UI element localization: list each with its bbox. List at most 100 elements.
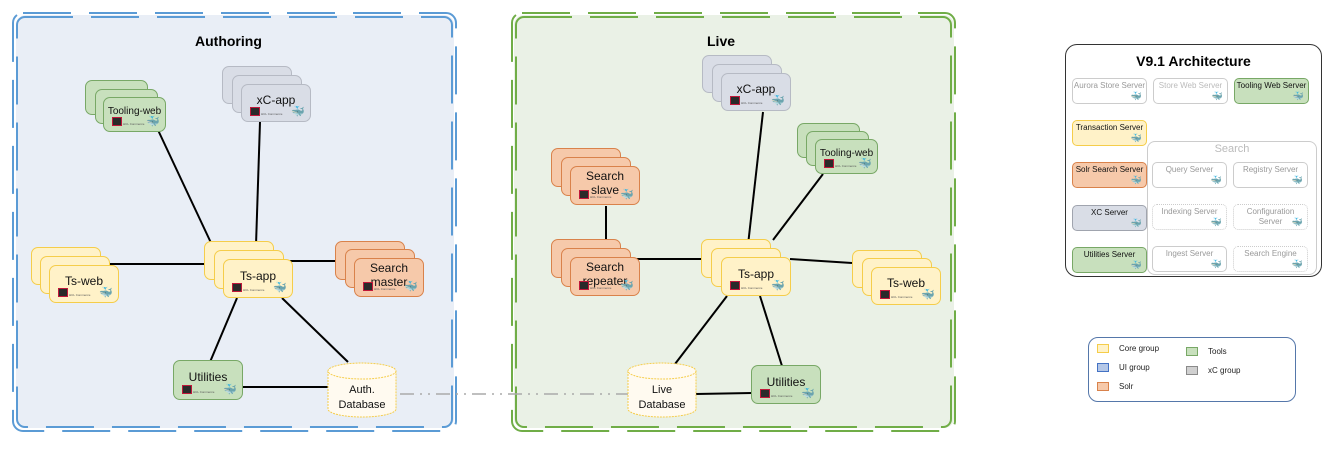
live-database[interactable]: Live Database	[627, 362, 697, 418]
node-label: Ts-app	[737, 266, 775, 281]
docker-icon: 🐳	[1210, 175, 1222, 185]
server-tooling-web: Tooling Web Server🐳	[1234, 78, 1309, 104]
docker-icon: 🐳	[1292, 91, 1304, 101]
swatch-icon	[1097, 363, 1109, 372]
docker-icon: 🐳	[1130, 175, 1142, 185]
node-label: Tooling-web	[819, 147, 874, 159]
docker-icon: 🐳	[771, 95, 785, 107]
legend-item-core: Core group	[1097, 344, 1159, 353]
hcl-commerce-label: HCL Commerce	[123, 122, 145, 126]
docker-icon: 🐳	[1210, 259, 1222, 269]
docker-icon: 🐳	[1130, 218, 1142, 228]
hcl-logo-icon	[730, 96, 740, 105]
hcl-commerce-label: HCL Commerce	[771, 394, 793, 398]
node-label: Ts-web	[64, 274, 103, 288]
node-label: Tooling-web	[107, 105, 162, 117]
search-group-title: Search	[1214, 143, 1250, 155]
docker-icon: 🐳	[771, 280, 785, 292]
hcl-commerce-label: HCL Commerce	[835, 164, 857, 168]
server-solr-search: Solr Search Server🐳	[1072, 162, 1147, 188]
docker-icon: 🐳	[273, 282, 287, 294]
search-group: Search Query Server🐳 Registry Server🐳 In…	[1147, 141, 1317, 275]
swatch-icon	[1097, 344, 1109, 353]
link-tsapp-authdb	[281, 297, 349, 363]
hcl-commerce-label: HCL Commerce	[261, 112, 283, 116]
database-label-line1: Live	[651, 384, 673, 396]
legend-item-ui: UI group	[1097, 363, 1150, 372]
database-label-line1: Auth.	[349, 384, 375, 396]
link-tsapp-utilities	[209, 297, 238, 363]
database-icon	[327, 362, 397, 418]
server-search-engine: Search Engine🐳	[1233, 246, 1308, 272]
database-label-line2: Database	[338, 399, 386, 411]
hcl-logo-icon	[880, 290, 890, 299]
docker-icon: 🐳	[1130, 91, 1142, 101]
live-border-inner	[515, 16, 952, 428]
live-title: Live	[707, 33, 736, 49]
auth-database[interactable]: Auth. Database	[327, 362, 397, 418]
server-xc: XC Server🐳	[1072, 205, 1147, 231]
node-label: Ts-app	[239, 268, 277, 283]
architecture-panel: V9.1 Architecture Aurora Store Server🐳 S…	[1065, 44, 1322, 277]
docker-icon: 🐳	[1211, 91, 1223, 101]
node-label: Search slave	[585, 168, 625, 197]
hcl-commerce-label: HCL Commerce	[243, 288, 265, 292]
hcl-commerce-label: HCL Commerce	[590, 286, 612, 290]
server-ingest: Ingest Server🐳	[1152, 246, 1227, 272]
node-label: Ts-web	[886, 276, 925, 290]
node-label: Search repeater	[582, 259, 628, 288]
link-xc-tsapp	[255, 121, 261, 246]
architecture-title: V9.1 Architecture	[1136, 53, 1251, 69]
docker-icon: 🐳	[858, 158, 872, 170]
legend: Core group UI group Solr Tools xC group	[1088, 337, 1296, 402]
legend-item-solr: Solr	[1097, 382, 1133, 391]
authoring-border-outer	[12, 12, 457, 432]
legend-item-tools: Tools	[1186, 347, 1227, 356]
hcl-commerce-label: HCL Commerce	[374, 287, 396, 291]
swatch-icon	[1186, 347, 1198, 356]
link-livedb-utilities	[695, 392, 753, 395]
hcl-logo-icon	[760, 389, 770, 398]
node-label: xC-app	[736, 82, 776, 96]
docker-icon: 🐳	[1210, 217, 1222, 227]
docker-icon: 🐳	[801, 388, 815, 400]
hcl-logo-icon	[730, 281, 740, 290]
server-query: Query Server🐳	[1152, 162, 1227, 188]
node-label: Search master	[369, 260, 409, 289]
hcl-logo-icon	[824, 159, 834, 168]
hcl-commerce-label: HCL Commerce	[590, 195, 612, 199]
hcl-logo-icon	[579, 190, 589, 199]
hcl-logo-icon	[363, 282, 373, 291]
docker-icon: 🐳	[620, 280, 634, 292]
docker-icon: 🐳	[99, 287, 113, 299]
database-label-line2: Database	[638, 399, 686, 411]
node-label: xC-app	[256, 93, 296, 107]
link-livetooling-tsapp	[772, 173, 824, 241]
server-registry: Registry Server🐳	[1233, 162, 1308, 188]
node-label: Utilities	[766, 374, 806, 389]
hcl-logo-icon	[579, 281, 589, 290]
hcl-logo-icon	[182, 385, 192, 394]
authoring-title: Authoring	[195, 33, 262, 49]
database-icon	[627, 362, 697, 418]
link-livexc-tsapp	[747, 111, 764, 246]
server-store-web: Store Web Server🐳	[1153, 78, 1228, 104]
docker-icon: 🐳	[1291, 217, 1303, 227]
docker-icon: 🐳	[1130, 260, 1142, 270]
hcl-commerce-label: HCL Commerce	[741, 286, 763, 290]
server-transaction: Transaction Server🐳	[1072, 120, 1147, 146]
hcl-commerce-label: HCL Commerce	[193, 390, 215, 394]
docker-icon: 🐳	[404, 281, 418, 293]
hcl-commerce-label: HCL Commerce	[891, 295, 913, 299]
node-label: Utilities	[188, 370, 228, 384]
docker-icon: 🐳	[291, 106, 305, 118]
docker-icon: 🐳	[146, 116, 160, 128]
link-tooling-tsapp	[157, 129, 213, 246]
hcl-logo-icon	[58, 288, 68, 297]
live-border-outer	[511, 12, 956, 432]
server-indexing: Indexing Server🐳	[1152, 204, 1227, 230]
docker-icon: 🐳	[1291, 259, 1303, 269]
hcl-commerce-label: HCL Commerce	[69, 293, 91, 297]
swatch-icon	[1097, 382, 1109, 391]
